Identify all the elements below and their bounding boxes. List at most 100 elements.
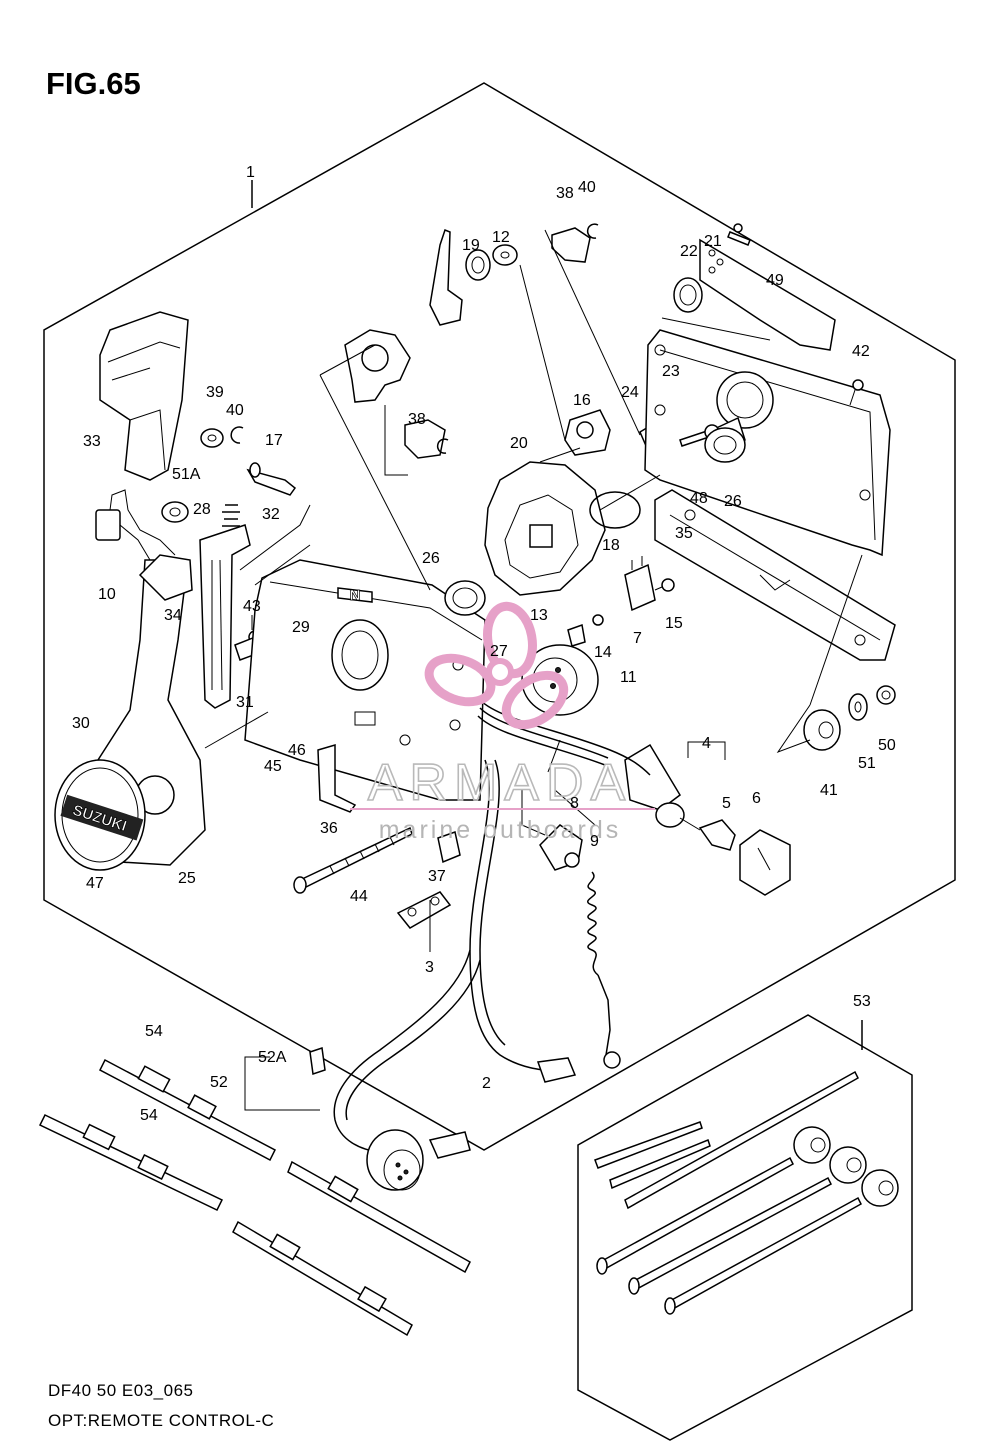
control-box-housing: N (244, 559, 486, 801)
ring-26-right (704, 427, 746, 463)
callout-52: 52 (210, 1074, 228, 1091)
callout-29: 29 (292, 619, 310, 636)
clip-37 (437, 831, 461, 864)
callout-50: 50 (878, 737, 896, 754)
callout-37: 37 (428, 868, 446, 885)
callout-51: 51 (858, 755, 876, 772)
assembly-guide-lines (204, 229, 863, 952)
callout-33: 33 (83, 433, 101, 450)
bracket-36 (317, 743, 357, 813)
control-cable-right-upper (287, 1160, 471, 1274)
callout-54-lower: 54 (140, 1107, 158, 1124)
watermark-brand: ARMADA (368, 754, 632, 812)
bracket-plate-upper (344, 329, 411, 403)
callout-23: 23 (662, 363, 680, 380)
callout-27: 27 (490, 643, 508, 660)
callout-16: 16 (573, 392, 591, 409)
control-cable-54-lower (38, 1114, 224, 1211)
callout-46: 46 (288, 742, 306, 759)
callout-24: 24 (621, 384, 639, 401)
callout-3: 3 (425, 959, 434, 976)
callout-45: 45 (264, 758, 282, 775)
ignition-switch-4 (624, 743, 685, 828)
callout-28: 28 (193, 501, 211, 518)
kit-long-bolts (596, 1156, 862, 1315)
figure-caption: OPT:REMOTE CONTROL-C (48, 1411, 274, 1430)
lever-19 (429, 229, 463, 326)
callout-labels: 1 2 3 4 5 6 7 8 9 10 11 12 13 14 15 16 1… (72, 164, 896, 1124)
callout-9: 9 (590, 833, 599, 850)
callout-38-mid: 38 (408, 411, 426, 428)
callout-40-left: 40 (226, 402, 244, 419)
callout-17: 17 (265, 432, 283, 449)
callout-52a: 52A (258, 1049, 287, 1066)
neutral-switch-10 (95, 489, 176, 561)
spring-32 (222, 504, 240, 527)
callout-1: 1 (246, 164, 255, 181)
connector-plug-52 (366, 1129, 471, 1191)
callout-40-top: 40 (578, 179, 596, 196)
figure-title: FIG.65 (46, 66, 141, 101)
figure-code: DF40 50 E03_065 (48, 1381, 194, 1400)
callout-31: 31 (236, 694, 254, 711)
callout-51a: 51A (172, 466, 201, 483)
callout-54-upper: 54 (145, 1023, 163, 1040)
clip-40-mid (436, 438, 449, 454)
callout-11: 11 (620, 669, 637, 686)
callout-8: 8 (570, 795, 579, 812)
clip-38-mid (404, 419, 446, 459)
screw-42 (849, 379, 864, 406)
callout-48: 48 (690, 490, 708, 507)
callout-49: 49 (766, 272, 784, 289)
screw-14 (592, 614, 604, 626)
lanyard-9 (587, 871, 621, 1069)
callout-39: 39 (206, 384, 224, 401)
bracket-38-top (551, 227, 591, 263)
cap-22 (673, 277, 703, 313)
grommet-41 (803, 709, 841, 751)
kit-cable-ties (594, 1070, 859, 1210)
callout-5: 5 (722, 795, 731, 812)
key-cover-6 (739, 829, 791, 896)
gear-plate-20 (484, 461, 606, 596)
callout-20: 20 (510, 435, 528, 452)
callout-26-right: 26 (724, 493, 742, 510)
handle-grip-33 (99, 311, 189, 481)
ring-26-left (444, 580, 486, 616)
callout-22: 22 (680, 243, 698, 260)
fuse-52a (309, 1047, 326, 1075)
leader-52 (244, 1056, 320, 1111)
plate-21 (699, 238, 836, 351)
callout-15: 15 (665, 615, 683, 632)
stop-switch-8 (539, 824, 583, 871)
kit-grommets (793, 1126, 899, 1207)
washer-51a (161, 501, 189, 523)
long-bolt-44 (293, 826, 413, 894)
assembly-boundary-1 (43, 82, 956, 1151)
nut-50 (876, 685, 896, 705)
callout-34: 34 (164, 607, 182, 624)
housing-plate-marking: N (350, 587, 361, 604)
watermark: ARMADA marine outboards (350, 601, 655, 844)
switch-7 (624, 556, 656, 612)
callout-12: 12 (492, 229, 510, 246)
switch-16 (539, 409, 611, 463)
wire-harness-2 (333, 699, 651, 1153)
washer-51 (848, 693, 868, 721)
control-cable-54-upper (99, 1058, 276, 1162)
callout-18: 18 (602, 537, 620, 554)
callout-21: 21 (704, 233, 722, 250)
callout-2: 2 (482, 1075, 491, 1092)
callout-7: 7 (633, 630, 642, 647)
callout-36: 36 (320, 820, 338, 837)
clip-13 (567, 623, 586, 647)
bushing-19 (465, 249, 491, 281)
callout-44: 44 (350, 888, 368, 905)
leader-41 (776, 704, 811, 754)
side-rail-lower (654, 489, 896, 661)
propeller-logo (424, 601, 569, 730)
callout-35: 35 (675, 525, 693, 542)
control-cable-right-lower (232, 1220, 413, 1337)
leader-4 (687, 741, 726, 760)
